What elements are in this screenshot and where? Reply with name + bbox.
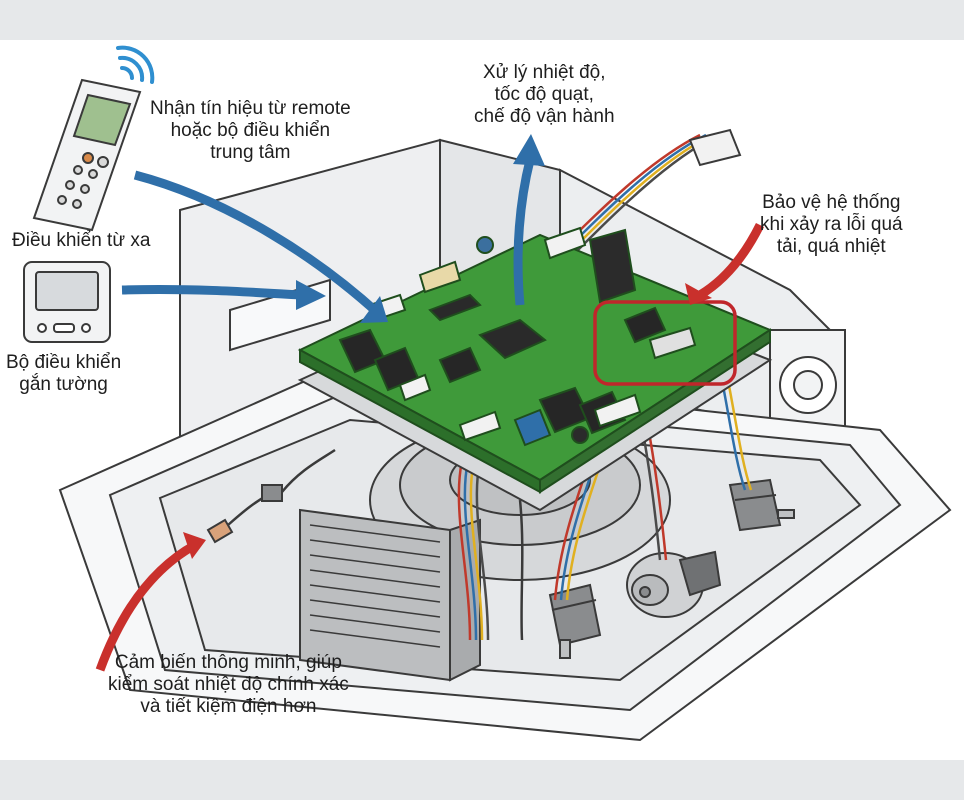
arrow-protection xyxy=(685,222,765,305)
arrow-wall-to-board xyxy=(121,280,326,310)
label-line: khi xảy ra lỗi quá xyxy=(760,214,903,235)
diagram-stage: Nhận tín hiệu từ remote hoặc bộ điều khi… xyxy=(0,40,964,760)
arrow-sensor xyxy=(95,532,206,672)
wall-controller-icon xyxy=(23,261,111,343)
label-line: kiểm soát nhiệt độ chính xác xyxy=(108,674,349,695)
top-band xyxy=(0,0,964,40)
label-remote: Điều khiển từ xa xyxy=(12,230,150,252)
label-receive-signal: Nhận tín hiệu từ remote hoặc bộ điều khi… xyxy=(150,98,351,164)
label-line: chế độ vận hành xyxy=(474,106,615,127)
bottom-band xyxy=(0,760,964,800)
stepper-motor-left xyxy=(548,583,602,659)
stepper-motor-right xyxy=(728,478,795,532)
label-sensor: Cảm biến thông minh, giúp kiểm soát nhiệ… xyxy=(108,652,349,718)
pcb-board xyxy=(297,226,773,494)
label-line: Bảo vệ hệ thống xyxy=(762,192,901,213)
label-line: Bộ điều khiển xyxy=(6,352,122,373)
swing-motor xyxy=(626,550,722,618)
label-line: và tiết kiệm điện hơn xyxy=(140,696,317,717)
label-process: Xử lý nhiệt độ, tốc độ quạt, chế độ vận … xyxy=(474,62,615,128)
temperature-sensor xyxy=(206,448,336,544)
remote-control-icon xyxy=(32,78,142,232)
connector-top xyxy=(688,128,742,167)
wireless-signal-icon xyxy=(116,45,155,84)
label-line: Xử lý nhiệt độ, xyxy=(482,62,606,83)
label-line: trung tâm xyxy=(210,142,291,163)
label-line: Cảm biến thông minh, giúp xyxy=(114,652,342,673)
label-line: Nhận tín hiệu từ remote xyxy=(150,98,351,119)
protection-highlight xyxy=(593,300,737,386)
label-protection: Bảo vệ hệ thống khi xảy ra lỗi quá tải, … xyxy=(760,192,903,258)
label-line: tải, quá nhiệt xyxy=(776,236,886,257)
label-line: hoặc bộ điều khiển xyxy=(170,120,331,141)
label-line: gắn tường xyxy=(19,374,108,395)
arrow-board-up xyxy=(513,134,545,306)
louver-grille xyxy=(299,508,481,682)
diagram-svg xyxy=(23,45,952,742)
label-wall-controller: Bộ điều khiển gắn tường xyxy=(6,352,121,396)
label-line: Điều khiển từ xa xyxy=(12,230,151,251)
label-line: tốc độ quạt, xyxy=(494,84,594,105)
arrow-remote-to-board xyxy=(133,170,388,323)
